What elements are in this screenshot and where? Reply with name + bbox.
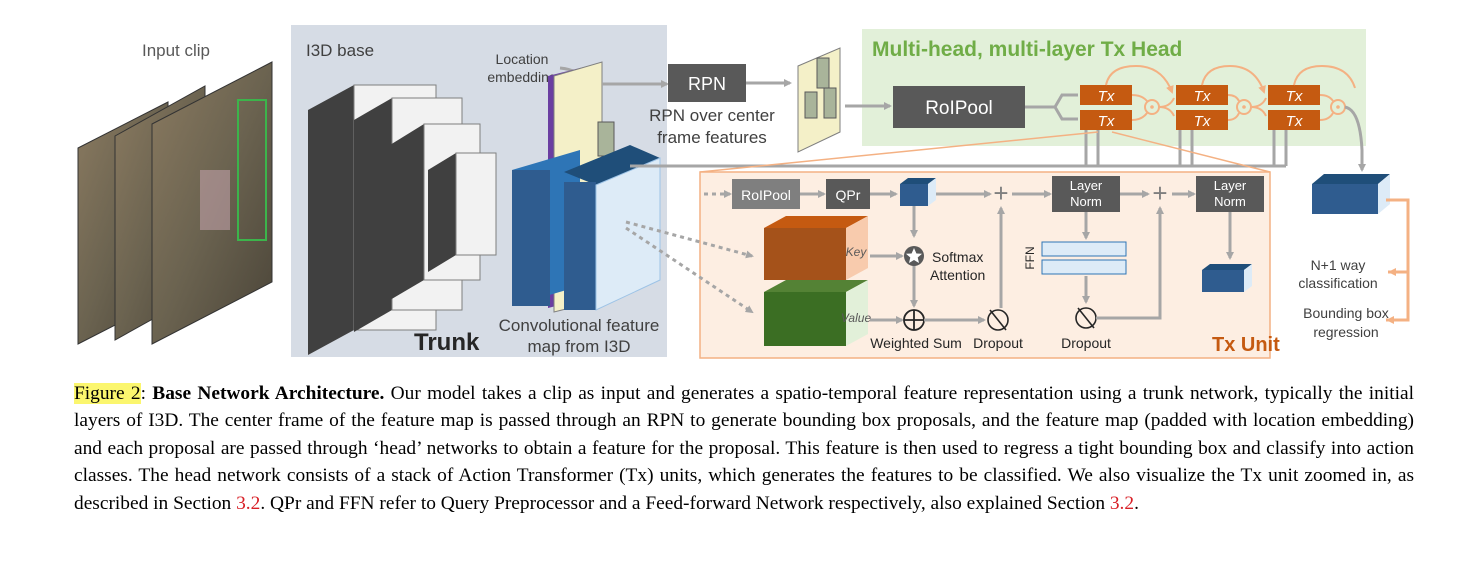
caption-colon: : <box>140 383 146 404</box>
qpr-box <box>826 179 870 209</box>
head-roipool-label: RoIPool <box>925 98 993 119</box>
caption-body-3: . <box>1134 492 1139 514</box>
section-ref-link-2[interactable]: 3.2 <box>1109 492 1135 514</box>
residual-add-icon: + <box>993 178 1008 208</box>
tx-block <box>1080 110 1132 130</box>
figure-caption: Figure 2: Base Network Architecture. Our… <box>74 380 1414 517</box>
head-output-arrow <box>1344 105 1366 172</box>
unit-output-feature <box>1202 264 1252 292</box>
tx-label: Tx <box>1098 113 1115 130</box>
center-frame-patch <box>597 121 615 157</box>
query-feature <box>900 178 936 206</box>
classification-label-2: classification <box>1298 275 1377 291</box>
softmax-label: Softmax <box>932 249 983 265</box>
roipool-split-arrows <box>1025 93 1078 121</box>
tx-label: Tx <box>1286 113 1303 130</box>
layer-norm-label-4: Norm <box>1214 194 1246 209</box>
classification-label: N+1 way <box>1311 257 1366 273</box>
figure-ref[interactable]: Figure 2 <box>74 383 141 404</box>
tx-block <box>1268 85 1320 105</box>
layer-norm-box <box>1052 176 1120 212</box>
section-ref-link[interactable]: 3.2 <box>236 492 261 514</box>
tx-block <box>1176 110 1228 130</box>
tx-block <box>1080 85 1132 105</box>
i3d-block <box>455 152 497 256</box>
feature-to-outputs-bracket <box>1386 198 1410 322</box>
conv-feature-block-front <box>564 182 596 310</box>
value-label: Value <box>841 311 872 325</box>
i3d-base-label: I3D base <box>306 41 374 60</box>
location-embedding-label-2: embedding <box>487 69 556 85</box>
key-label: Key <box>846 245 868 259</box>
frame-person-box <box>237 99 267 241</box>
bbox-regression-label: Bounding box <box>1303 305 1389 321</box>
head-roipool-box <box>893 86 1025 128</box>
location-embedding-label: Location <box>496 51 549 67</box>
dropout-icon <box>987 309 1009 331</box>
softmax-label-2: Attention <box>930 267 985 283</box>
layer-norm-box-2 <box>1196 176 1264 212</box>
tx-unit-zoom-lines <box>699 131 1271 173</box>
input-clip-frames <box>77 61 273 345</box>
dropout-label: Dropout <box>973 335 1023 351</box>
ffn-layer <box>1041 259 1127 275</box>
rpn-label: RPN <box>688 74 726 94</box>
proposal-box <box>823 87 837 119</box>
tx-label: Tx <box>1286 88 1303 105</box>
value-tensor <box>764 280 868 346</box>
qpr-label: QPr <box>836 187 861 203</box>
unit-roipool-label: RoIPool <box>741 187 791 203</box>
architecture-diagram: Input clip I3D base Trunk Location embed… <box>77 25 1410 359</box>
feature-to-key-dotted-arrow <box>625 220 754 259</box>
caption-title: Base Network Architecture. <box>152 383 385 404</box>
tx-label: Tx <box>1098 88 1115 105</box>
conv-feature-map <box>512 145 661 311</box>
weighted-sum-label: Weighted Sum <box>870 335 962 351</box>
proposal-box <box>816 57 830 89</box>
layer-norm-label-2: Norm <box>1070 194 1102 209</box>
frame-detail <box>200 170 230 230</box>
residual-add-icon-2: + <box>1152 178 1167 208</box>
tx-block <box>1176 85 1228 105</box>
layer-norm-label: Layer <box>1070 178 1103 193</box>
caption-body-2: . QPr and FFN refer to Query Preprocesso… <box>260 492 1110 514</box>
i3d-layer-blocks <box>308 84 497 355</box>
feature-to-head-lines <box>630 130 1288 168</box>
conv-feature-label: Convolutional feature <box>499 316 660 335</box>
conv-feature-label-2: map from I3D <box>528 337 631 356</box>
key-tensor <box>764 216 868 280</box>
tx-unit-label: Tx Unit <box>1212 334 1280 356</box>
rpn-description-2: frame features <box>657 128 767 147</box>
input-clip-label: Input clip <box>142 41 210 60</box>
tx-block <box>1268 110 1320 130</box>
layer-norm-label-3: Layer <box>1214 178 1247 193</box>
dropout-label-2: Dropout <box>1061 335 1111 351</box>
ffn-layer <box>1041 241 1127 257</box>
tx-layer-3: Tx Tx <box>1268 64 1356 130</box>
feature-to-value-dotted-arrow <box>625 226 754 314</box>
bbox-regression-label-2: regression <box>1313 324 1378 340</box>
trunk-label: Trunk <box>414 329 480 356</box>
tx-layer-2: Tx Tx <box>1176 64 1267 130</box>
tx-label: Tx <box>1194 88 1211 105</box>
rpn-description: RPN over center <box>649 106 775 125</box>
rpn-box <box>668 64 746 102</box>
tx-label: Tx <box>1194 113 1211 130</box>
caption-body-1: Our model takes a clip as input and gene… <box>74 383 1414 514</box>
proposal-box <box>804 91 818 119</box>
tx-layer-1: Tx Tx <box>1080 64 1175 130</box>
ffn-label: FFN <box>1023 246 1037 269</box>
tx-head-title: Multi-head, multi-layer Tx Head <box>872 38 1182 61</box>
unit-roipool-box <box>732 179 800 209</box>
dropout-to-plus-2-arrow <box>1096 206 1164 320</box>
final-feature <box>1312 174 1390 214</box>
